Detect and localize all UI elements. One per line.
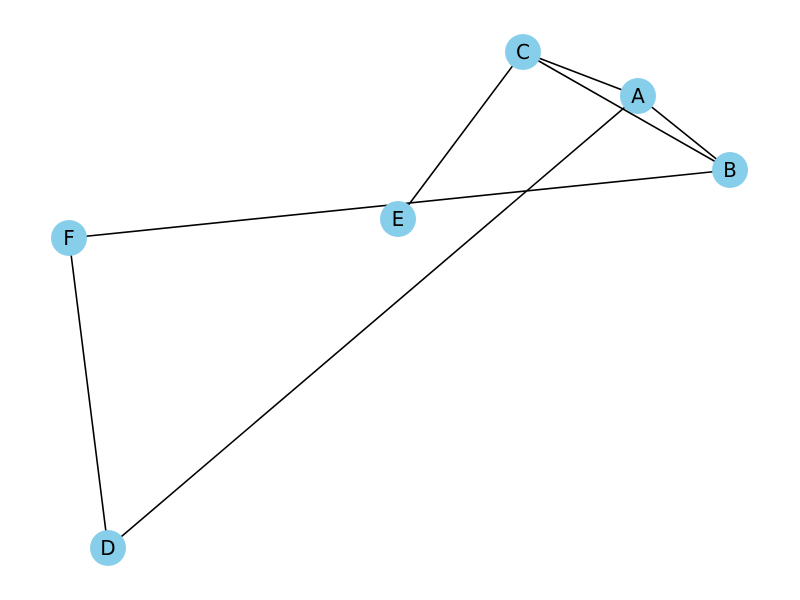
node-circle [380, 201, 416, 237]
node-circle [712, 152, 748, 188]
edge-a-c [522, 51, 639, 97]
node-f: F [51, 220, 87, 256]
node-label: D [100, 536, 115, 560]
node-label: E [392, 207, 405, 231]
node-c: C [505, 34, 541, 70]
node-e: E [380, 201, 416, 237]
node-d: D [90, 530, 126, 566]
node-label: F [63, 226, 75, 250]
node-circle [90, 530, 126, 566]
edges-layer [68, 51, 731, 549]
nodes-layer: A B C D E F [51, 34, 748, 566]
edge-a-d [107, 95, 639, 549]
edge-f-d [68, 237, 109, 549]
node-label: A [631, 84, 645, 108]
node-circle [620, 78, 656, 114]
edge-c-e [397, 51, 524, 220]
edge-c-b [522, 51, 731, 171]
node-b: B [712, 152, 748, 188]
node-a: A [620, 78, 656, 114]
node-label: C [516, 40, 530, 64]
node-circle [51, 220, 87, 256]
node-circle [505, 34, 541, 70]
edge-a-b [637, 95, 731, 171]
node-label: B [723, 158, 737, 182]
